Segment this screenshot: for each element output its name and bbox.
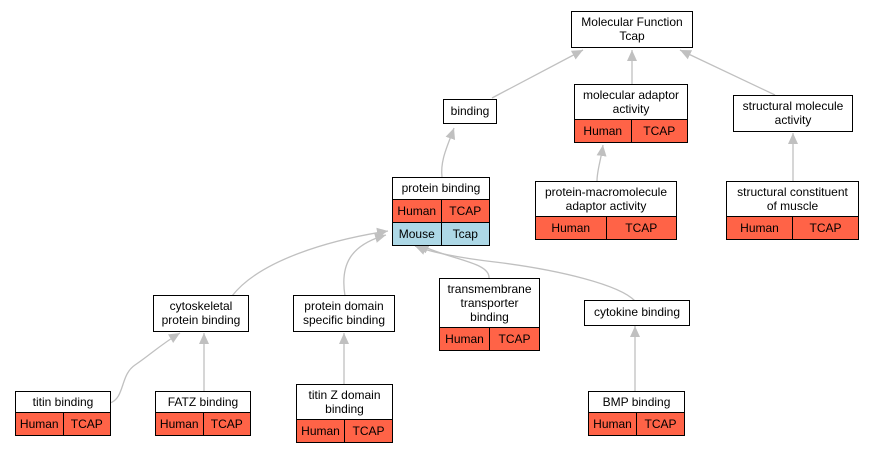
organism-cell: Human: [551, 221, 591, 235]
annotation-row-human: Human TCAP: [589, 412, 684, 435]
node-label-line: Tcap: [619, 29, 645, 43]
edge-cytokine-to-protein-binding: [414, 245, 636, 302]
gene-cell: TCAP: [636, 413, 684, 435]
node-bmp-label: BMP binding: [602, 395, 671, 409]
node-label-line: titin Z domain: [308, 388, 381, 402]
node-titin-z-label: titin Z domain binding: [297, 385, 392, 419]
gene-cell: Tcap: [440, 223, 490, 245]
node-label-line: cytoskeletal: [169, 299, 233, 313]
organism-cell: Human: [301, 424, 340, 438]
organism-cell: Human: [740, 221, 779, 235]
organism-cell: Human: [593, 417, 632, 431]
node-domain-specific-label: protein domain specific binding: [294, 296, 394, 331]
node-label-line: adaptor activity: [565, 199, 647, 213]
node-titin-label: titin binding: [32, 395, 94, 409]
gene-cell: TCAP: [62, 413, 111, 435]
edge-titin-to-cytoskeletal: [109, 332, 181, 404]
node-label-line: Molecular Function: [581, 15, 683, 29]
node-fatz-binding[interactable]: FATZ binding Human TCAP: [155, 391, 251, 436]
annotation-row-human: Human TCAP: [440, 327, 539, 350]
annotation-row-human: Human TCAP: [575, 119, 687, 142]
organism-cell: Human: [583, 124, 623, 138]
organism-cell: Human: [159, 417, 199, 431]
annotation-row-human: Human TCAP: [393, 199, 489, 222]
gene-cell: TCAP: [792, 217, 858, 239]
node-struct-muscle-label: structural constituent of muscle: [727, 182, 858, 216]
node-protein-binding-label: protein binding: [401, 181, 481, 195]
gene-cell: TCAP: [202, 413, 251, 435]
edge-pm-adaptor-to-mol-adaptor: [596, 144, 607, 182]
annotation-row-human: Human TCAP: [727, 216, 858, 239]
node-cytokine-label: cytokine binding: [593, 305, 681, 319]
node-label-line: activity: [612, 102, 650, 116]
node-molecular-function-label: Molecular Function Tcap: [572, 12, 692, 47]
edge-protein-binding-to-binding: [441, 127, 456, 178]
node-bmp-binding[interactable]: BMP binding Human TCAP: [588, 391, 685, 436]
node-titin-binding[interactable]: titin binding Human TCAP: [15, 391, 111, 436]
node-cytoskeletal-protein-binding[interactable]: cytoskeletal protein binding: [153, 295, 249, 332]
node-label-line: protein binding: [161, 313, 241, 327]
edge-struct-mol-to-mf: [679, 49, 776, 96]
node-label-line: protein domain: [304, 299, 384, 313]
node-label-line: protein-macromolecule: [544, 185, 668, 199]
edge-binding-to-mf: [491, 49, 584, 99]
gene-cell: TCAP: [440, 200, 490, 222]
node-label-line: structural molecule: [742, 99, 844, 113]
node-pm-adaptor-label: protein-macromolecule adaptor activity: [536, 182, 676, 216]
node-titin-z-domain-binding[interactable]: titin Z domain binding Human TCAP: [296, 384, 393, 443]
node-label-line: molecular adaptor: [582, 88, 680, 102]
node-structural-molecule-activity[interactable]: structural molecule activity: [733, 95, 853, 132]
node-transmembrane-transporter-binding[interactable]: transmembrane transporter binding Human …: [439, 278, 540, 351]
node-cytoskeletal-label: cytoskeletal protein binding: [154, 296, 248, 331]
node-protein-macromolecule-adaptor-activity[interactable]: protein-macromolecule adaptor activity H…: [535, 181, 677, 240]
organism-cell: Human: [445, 332, 484, 346]
annotation-row-mouse: Mouse Tcap: [393, 222, 489, 245]
node-protein-binding[interactable]: protein binding Human TCAP Mouse Tcap: [392, 177, 490, 246]
organism-cell: Mouse: [398, 227, 435, 241]
node-binding[interactable]: binding: [443, 99, 497, 124]
node-label-line: binding: [470, 310, 509, 324]
node-protein-domain-specific-binding[interactable]: protein domain specific binding: [293, 295, 395, 332]
node-binding-label: binding: [450, 104, 490, 118]
node-label-line: specific binding: [302, 313, 386, 327]
node-label-line: binding: [325, 402, 364, 416]
node-label-line: transmembrane: [447, 282, 532, 296]
organism-cell: Human: [19, 417, 59, 431]
organism-cell: Human: [397, 204, 437, 218]
edge-domain-specific-to-protein-binding: [343, 233, 387, 297]
node-structural-constituent-of-muscle[interactable]: structural constituent of muscle Human T…: [726, 181, 859, 240]
node-molecular-adaptor-activity[interactable]: molecular adaptor activity Human TCAP: [574, 84, 688, 143]
gene-cell: TCAP: [605, 217, 677, 239]
annotation-row-human: Human TCAP: [297, 419, 392, 442]
annotation-row-human: Human TCAP: [536, 216, 676, 239]
node-molecular-adaptor-label: molecular adaptor activity: [575, 85, 687, 119]
node-cytokine-binding[interactable]: cytokine binding: [584, 300, 690, 326]
node-molecular-function[interactable]: Molecular Function Tcap: [571, 11, 693, 48]
edge-cytoskeletal-to-protein-binding: [231, 227, 389, 297]
annotation-row-human: Human TCAP: [16, 412, 110, 435]
edge-transmembrane-to-protein-binding: [417, 243, 490, 279]
node-fatz-label: FATZ binding: [167, 395, 239, 409]
gene-cell: TCAP: [489, 328, 539, 350]
gene-cell: TCAP: [344, 420, 392, 442]
gene-cell: TCAP: [630, 120, 688, 142]
annotation-row-human: Human TCAP: [156, 412, 250, 435]
node-label-line: transporter: [460, 296, 519, 310]
node-structural-molecule-label: structural molecule activity: [734, 96, 852, 131]
node-label-line: activity: [774, 113, 812, 127]
node-transmembrane-label: transmembrane transporter binding: [440, 279, 539, 327]
node-label-line: of muscle: [766, 199, 819, 213]
node-label-line: structural constituent: [737, 185, 848, 199]
